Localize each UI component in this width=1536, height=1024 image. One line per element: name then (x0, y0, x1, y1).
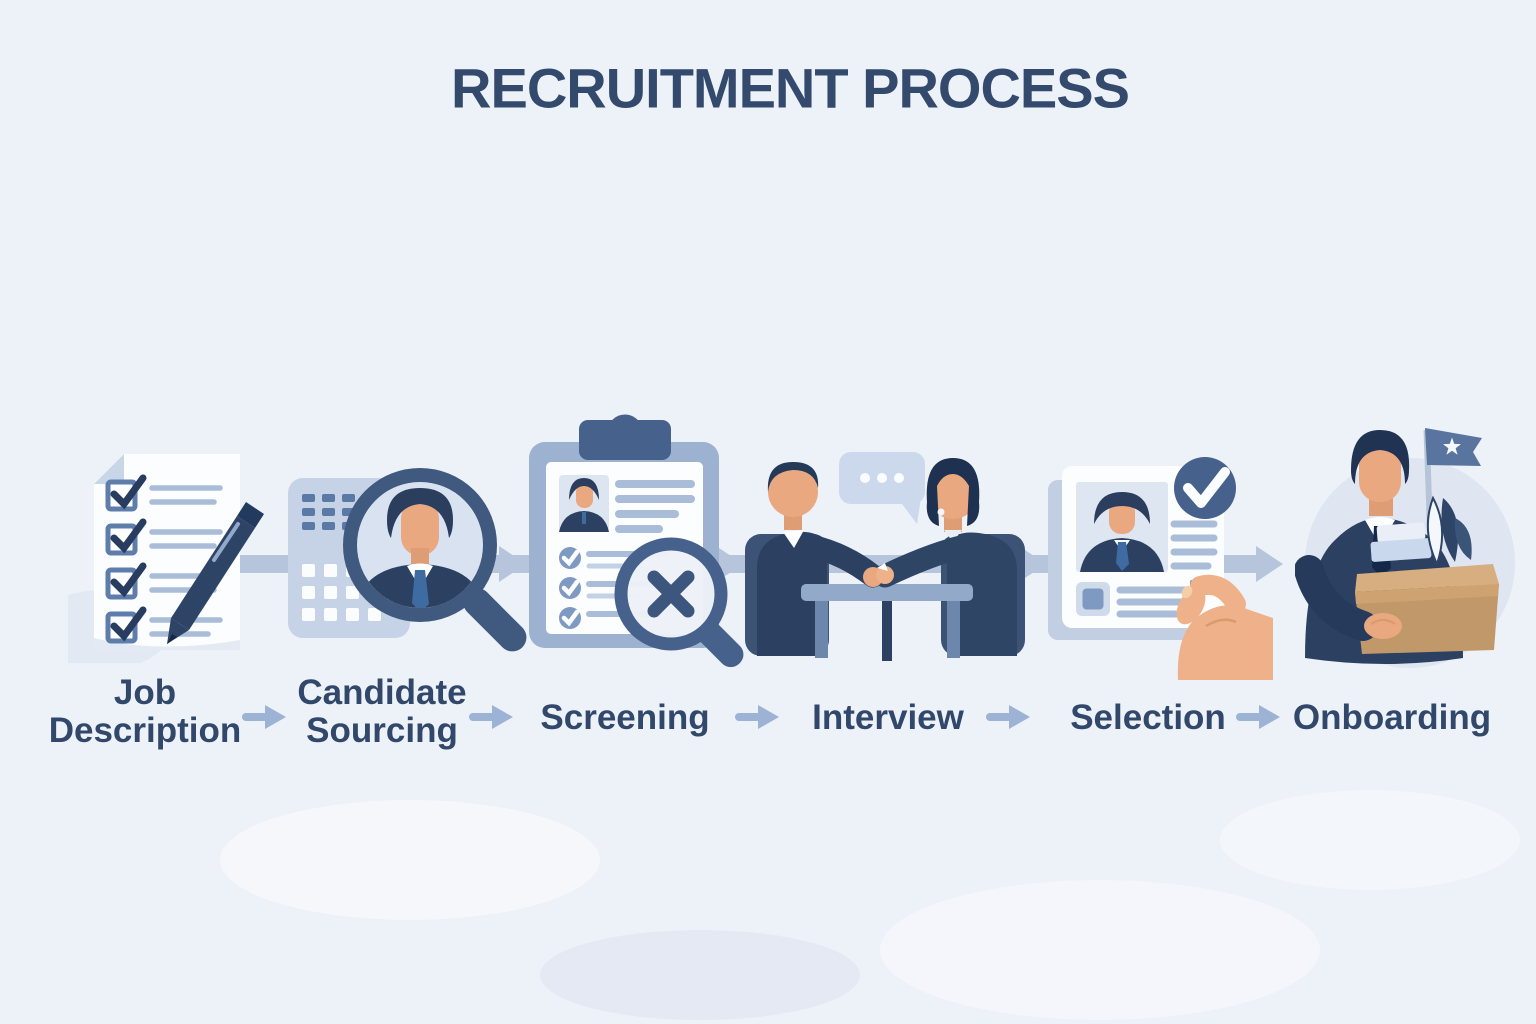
right-arrow-icon (242, 705, 286, 729)
plant-leaf (1454, 518, 1472, 560)
step-label-interview: Interview (812, 698, 964, 738)
thumbnail (1181, 585, 1193, 599)
step-label-onboarding: Onboarding (1292, 698, 1492, 738)
interview-conversation-icon (745, 452, 1025, 661)
interviewee-person (757, 462, 827, 656)
resume-clipboard-magnifier-icon (529, 414, 744, 668)
pen-icon (167, 502, 264, 644)
step-label-selection: Selection (1070, 698, 1226, 738)
new-hire-box-flag-icon (1295, 428, 1515, 668)
interviewer-person (926, 458, 1017, 656)
x-mark-icon (647, 570, 695, 618)
checklist-pen-icon (68, 454, 264, 663)
right-arrow-icon (1256, 546, 1283, 582)
candidate-search-magnifier-icon (288, 468, 527, 652)
magnifier-handle (697, 621, 744, 668)
box-contents (1370, 495, 1472, 567)
resume-photo-bust (559, 478, 609, 532)
resume-lines (1170, 520, 1218, 570)
resume-lines (615, 480, 695, 533)
arm-right (873, 534, 977, 588)
checklist-rows (105, 474, 223, 644)
earring (937, 508, 945, 516)
right-arrow-icon (1236, 705, 1280, 729)
detail-block (1076, 582, 1198, 618)
check-icon (1183, 467, 1230, 508)
table (801, 584, 973, 661)
magnifier-handle (463, 588, 527, 652)
star-icon (1443, 437, 1461, 455)
reject-magnifier-icon (614, 537, 744, 668)
step-label-candidate-sourcing: Candidate Sourcing (297, 673, 467, 750)
approved-badge-icon (1174, 457, 1236, 519)
right-arrow-icon (499, 546, 526, 582)
page-fold (94, 454, 124, 484)
right-arrow-icon (1019, 546, 1046, 582)
hand-icon (1176, 574, 1273, 680)
resume-photo-bust (1080, 492, 1164, 572)
selected-resume-hand-icon (1048, 457, 1273, 680)
right-arrow-icon (986, 705, 1030, 729)
speech-bubble-icon (839, 452, 925, 524)
cardboard-box-icon (1355, 564, 1499, 654)
plant-leaf (1441, 498, 1459, 562)
right-arrow-icon (735, 705, 779, 729)
hand-icon (1364, 613, 1402, 639)
clipboard-clip (579, 420, 671, 460)
right-arrow-icon (469, 705, 513, 729)
plant-leaf (1426, 495, 1444, 567)
magnifier-icon (343, 468, 527, 652)
step-label-screening: Screening (540, 698, 710, 738)
step-label-job-description: Job Description (48, 673, 242, 750)
page-title: RECRUITMENT PROCESS (451, 56, 1130, 120)
arm-sleeve (1295, 555, 1378, 641)
